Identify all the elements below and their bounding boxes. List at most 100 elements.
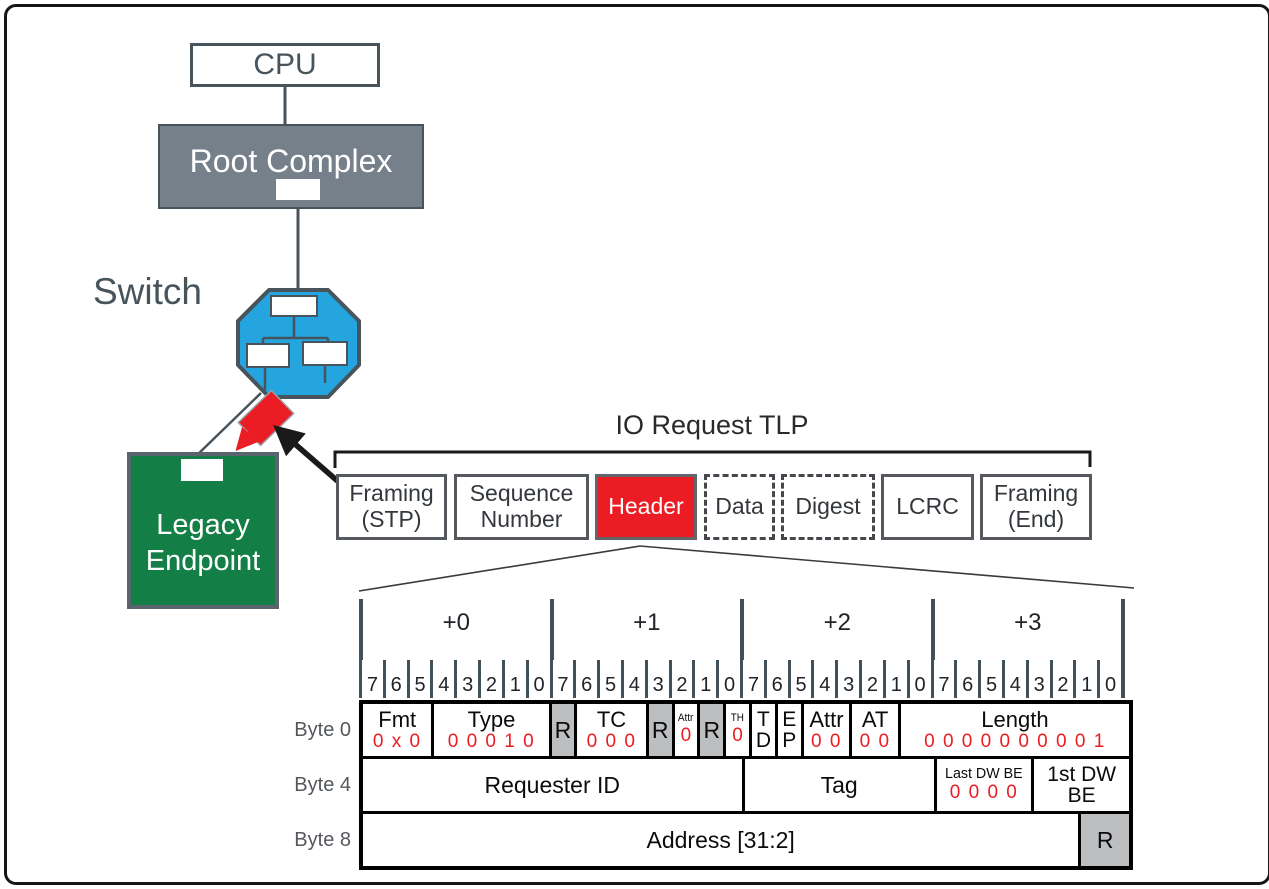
field-requester-id: Requester ID [484,771,620,798]
bit-number: 5 [787,660,812,698]
bit-number: 4 [430,660,454,698]
bit-number: 0 [906,660,931,698]
field-r3: R [697,704,724,756]
segment-digest: Digest [781,474,875,540]
segment-header: Header [595,474,697,540]
bit-number: 7 [359,660,383,698]
field-r2: R [645,704,672,756]
cpu-label: CPU [253,48,317,81]
bit-number: 7 [549,660,574,698]
bit-number: 3 [454,660,478,698]
header-row: Address [31:2] R [363,811,1129,866]
segment-label: Data [715,493,764,520]
header-fanout-lines [358,545,1135,592]
segment-lcrc: LCRC [881,474,974,540]
bit-number: 2 [668,660,693,698]
switch-downstream-port-left [246,343,290,368]
tlp-bracket [333,450,1092,468]
byte-row-label: Byte 4 [294,774,351,796]
bit-number: 0 [525,660,550,698]
field-r4: R [1078,814,1129,866]
root-complex-port [276,179,320,200]
switch-endpoint-link-line [194,392,262,458]
segment-label: (STP) [361,506,422,532]
bit-number: 0 [1097,660,1121,698]
legacy-endpoint-box: Legacy Endpoint [127,452,279,609]
bit-number: 6 [573,660,597,698]
switch-octagon [236,288,361,399]
segment-label: Digest [795,493,861,520]
segment-framing-end: Framing (End) [980,474,1092,540]
packet-callout-arrow-icon [273,425,343,487]
byte-column-label: +0 [359,599,550,660]
bit-number: 7 [930,660,955,698]
bit-number: 2 [1049,660,1074,698]
bit-number: 3 [835,660,859,698]
endpoint-label-line1: Legacy [156,509,250,542]
legacy-endpoint-port [181,459,223,481]
segment-label: Sequence [469,480,574,507]
bit-number: 2 [478,660,502,698]
segment-label: Framing [993,480,1079,507]
bit-number: 5 [978,660,1002,698]
bit-number: 7 [740,660,764,698]
segment-label: (End) [1007,506,1065,532]
bit-number: 4 [1001,660,1026,698]
bit-number: 3 [644,660,669,698]
byte-row-labels: Byte 0 Byte 4 Byte 8 [263,703,351,868]
bit-number: 6 [382,660,407,698]
segment-label: Header [608,493,684,520]
byte-row-label: Byte 8 [294,829,351,851]
byte-column-label: +2 [740,599,931,660]
switch-label: Switch [93,271,202,312]
bit-number: 5 [597,660,621,698]
bit-number: 0 [716,660,740,698]
bit-number: 5 [406,660,431,698]
bit-number: 2 [859,660,883,698]
switch-upstream-port [270,295,318,317]
ruler-byte-row: +0+1+2+3 [359,599,1125,660]
segment-label: LCRC [896,493,959,520]
endpoint-label-line2: Endpoint [145,544,261,577]
bit-number: 1 [882,660,907,698]
field-address: Address [31:2] [646,826,795,853]
bit-number: 6 [763,660,788,698]
field-tag: Tag [741,759,934,811]
byte-column-label: +3 [930,599,1122,660]
cpu-box: CPU [190,43,380,87]
byte-row-label: Byte 0 [294,719,351,741]
diagram-page: CPU Root Complex Switch Legacy Endpoint … [4,4,1269,885]
bit-number: 1 [501,660,526,698]
segment-framing-stp: Framing (STP) [336,474,447,540]
segment-sequence-number: Sequence Number [454,474,589,540]
segment-data: Data [704,474,775,540]
root-complex-box: Root Complex [158,124,424,209]
bit-number: 1 [1073,660,1097,698]
tlp-packet-icon [237,389,295,447]
field-r1: R [548,704,575,756]
tlp-title: IO Request TLP [615,410,809,440]
bit-number: 1 [692,660,716,698]
root-complex-label: Root Complex [189,143,393,179]
segment-label: Framing [349,480,434,507]
bit-number: 3 [1025,660,1050,698]
switch-downstream-port-right [302,341,348,366]
segment-label: Number [480,506,563,532]
